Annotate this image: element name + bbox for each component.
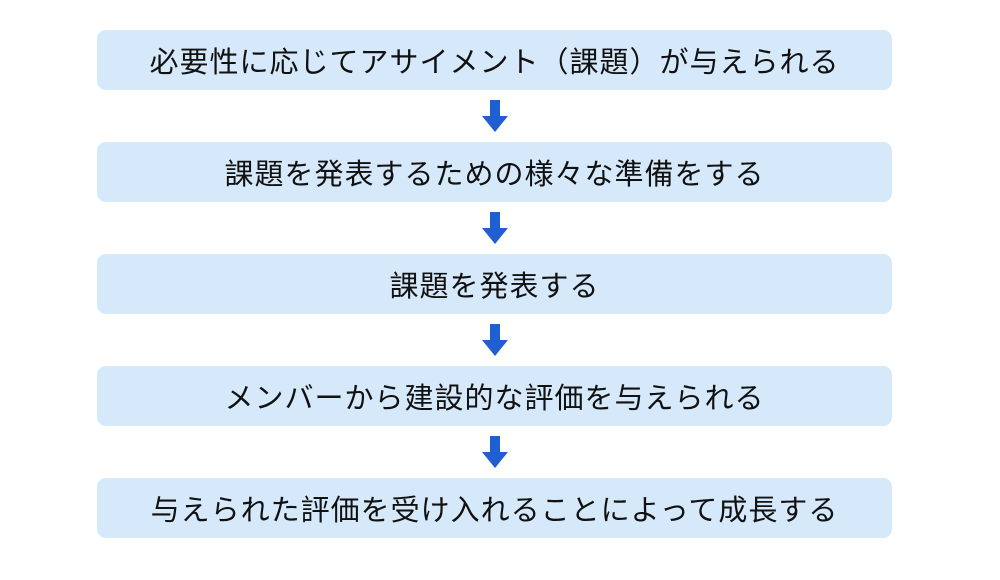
- arrow-1: [97, 90, 892, 142]
- step-3-box: 課題を発表する: [97, 254, 892, 314]
- arrow-down-icon: [481, 324, 508, 356]
- arrow-4: [97, 426, 892, 478]
- step-4-box: メンバーから建設的な評価を与えられる: [97, 366, 892, 426]
- step-5-label: 与えられた評価を受け入れることによって成長する: [150, 493, 839, 527]
- step-5-box: 与えられた評価を受け入れることによって成長する: [97, 478, 892, 538]
- step-1-label: 必要性に応じてアサイメント（課題）が与えられる: [149, 45, 840, 79]
- arrow-down-icon: [481, 212, 508, 244]
- step-3-label: 課題を発表する: [389, 269, 600, 303]
- arrow-down-icon: [481, 436, 508, 468]
- step-2-label: 課題を発表するための様々な準備をする: [224, 157, 765, 191]
- step-2-box: 課題を発表するための様々な準備をする: [97, 142, 892, 202]
- flow-diagram: 必要性に応じてアサイメント（課題）が与えられる 課題を発表するための様々な準備を…: [97, 30, 892, 538]
- arrow-down-icon: [481, 100, 508, 132]
- arrow-3: [97, 314, 892, 366]
- arrow-2: [97, 202, 892, 254]
- step-1-box: 必要性に応じてアサイメント（課題）が与えられる: [97, 30, 892, 90]
- step-4-label: メンバーから建設的な評価を与えられる: [224, 381, 765, 415]
